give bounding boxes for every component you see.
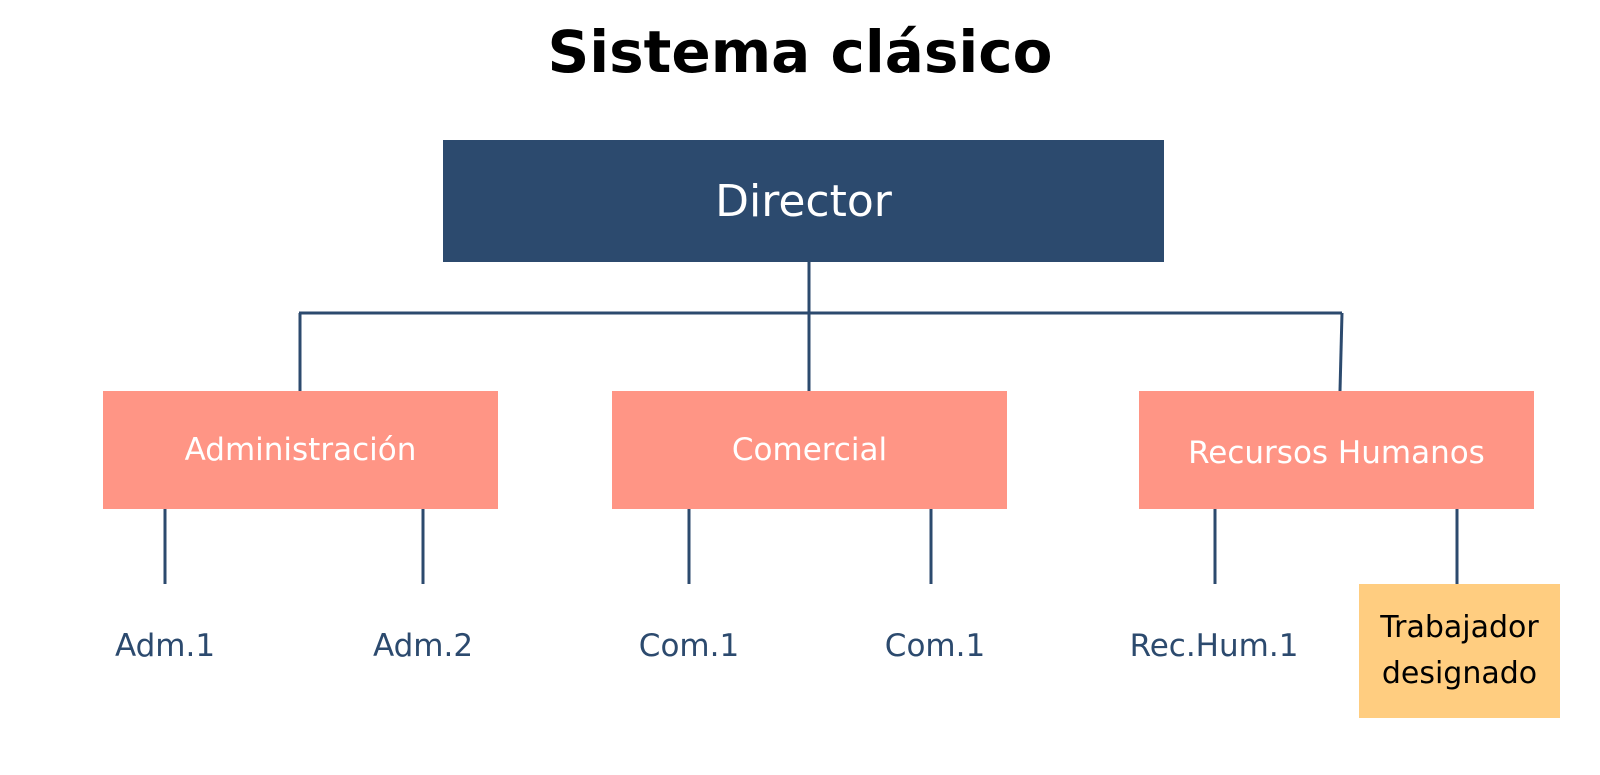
department-box-comercial: Comercial	[612, 391, 1007, 509]
worker-label-com1: Com.1	[638, 628, 740, 664]
department-label: Comercial	[731, 432, 888, 468]
worker-label-adm2: Adm.2	[372, 628, 474, 664]
department-label: Recursos Humanos	[1188, 435, 1485, 471]
worker-label-rechum1: Rec.Hum.1	[1129, 628, 1299, 664]
connector-rrhh-up	[1338, 312, 1344, 392]
department-label: Administración	[184, 432, 417, 468]
director-box: Director	[443, 140, 1164, 262]
designated-worker-label: Trabajador designado	[1380, 610, 1539, 691]
worker-label-com1-second: Com.1	[884, 628, 986, 664]
designated-worker-box: Trabajador designado	[1359, 584, 1560, 718]
department-box-administracion: Administración	[103, 391, 498, 509]
director-label: Director	[715, 175, 892, 227]
page-title: Sistema clásico	[547, 18, 1053, 86]
connector-lines	[163, 262, 1459, 584]
worker-label-adm1: Adm.1	[114, 628, 216, 664]
department-box-recursos-humanos: Recursos Humanos	[1139, 391, 1534, 509]
